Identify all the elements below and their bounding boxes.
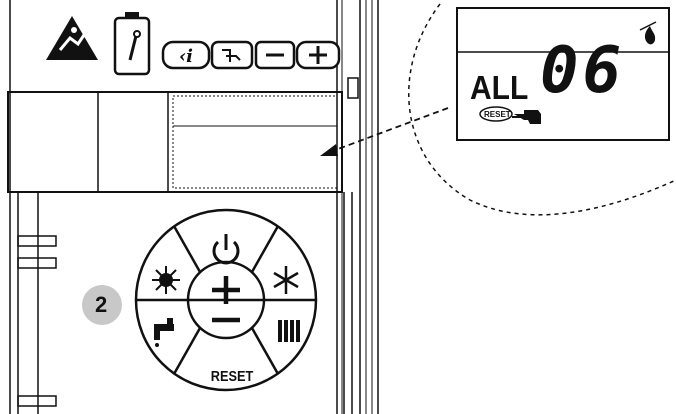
minus-button[interactable]: [254, 40, 296, 70]
tap-nav-icon: [222, 49, 241, 62]
lcd-alarm-text: ALL: [470, 70, 529, 107]
keypad-plus-button[interactable]: [212, 276, 240, 304]
plus-icon: [309, 46, 327, 64]
left-pipes: [17, 192, 353, 414]
lcd-display: [456, 7, 670, 141]
winter-button[interactable]: [273, 266, 299, 294]
info-button[interactable]: ‹i: [161, 40, 211, 70]
reset-button[interactable]: RESET: [210, 368, 254, 385]
callout-arc: [408, 3, 676, 216]
display-block: [7, 77, 359, 193]
tap-icon: [154, 318, 174, 347]
radiator-icon: [278, 320, 300, 342]
round-keypad: [134, 208, 318, 392]
plus-button[interactable]: [295, 40, 341, 70]
plus-icon: [212, 276, 240, 304]
lcd-reset-tag: RESET: [484, 110, 511, 119]
flame-off-icon: [639, 21, 657, 45]
heating-button[interactable]: [278, 320, 300, 342]
summer-button[interactable]: [152, 266, 180, 294]
dhw-button[interactable]: [154, 318, 174, 347]
sun-icon: [152, 266, 180, 294]
lcd-error-code: 06: [540, 34, 626, 108]
step-badge: [82, 285, 122, 325]
snowflake-icon: [273, 266, 299, 294]
esd-warning-icon: [46, 16, 98, 60]
info-icon: ‹i: [179, 46, 193, 67]
display-window: [172, 95, 338, 189]
step-number: 2: [95, 292, 108, 317]
hand-pointer-icon: [512, 110, 541, 124]
boiler-panel: [9, 0, 379, 414]
reset-tag-badge: [479, 106, 513, 122]
wrench-icon[interactable]: [113, 12, 151, 76]
power-icon: [212, 234, 240, 265]
power-button[interactable]: [212, 234, 240, 265]
top-button-rail: ‹i: [46, 12, 341, 76]
tap-nav-button[interactable]: [210, 40, 254, 70]
callout-arrow: [320, 107, 449, 156]
